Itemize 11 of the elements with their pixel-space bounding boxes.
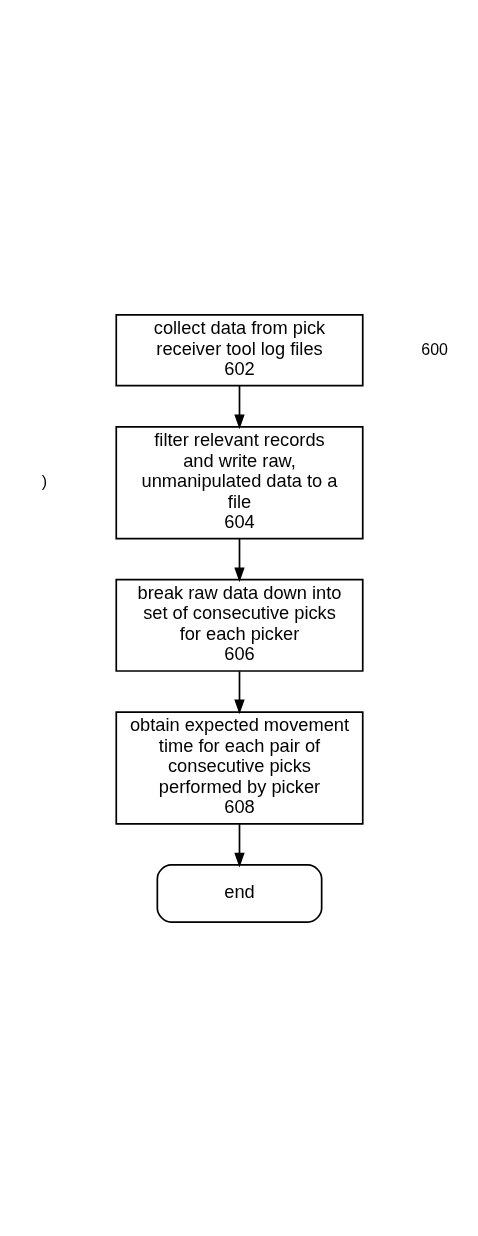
node-box: filter relevant records and write raw, unmanipulated data to a file 604 [114,425,364,539]
node-box: collect data from pick receiver tool log files 602 [114,313,364,387]
arrow [233,669,245,714]
node-box: end [156,863,322,923]
label: 600 [420,340,448,358]
arrow [233,537,245,582]
arrow [233,822,245,868]
node-box: break raw data down into set of consecutive picks for each picker 606 [114,578,364,672]
node-box: obtain expected movement time for each pair of consecutive picks performed by picker 608 [114,710,364,825]
label: ) [41,472,47,490]
arrow [233,384,245,429]
